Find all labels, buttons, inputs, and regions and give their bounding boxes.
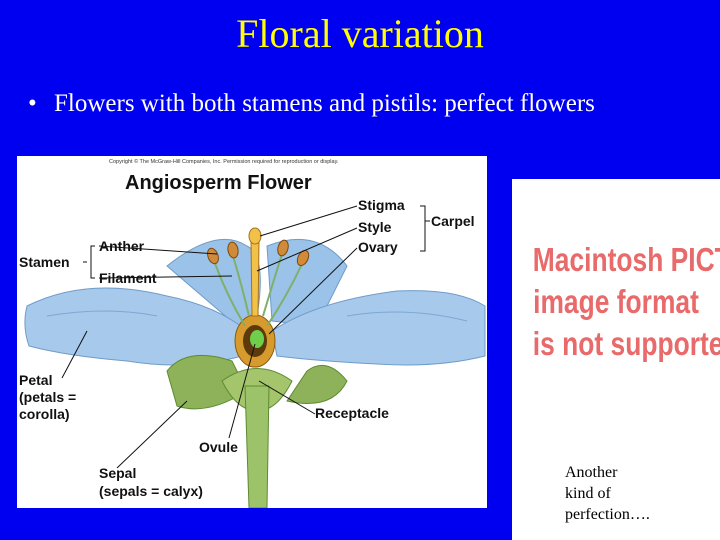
- label-sepal: Sepal: [99, 465, 136, 481]
- bullet-glyph: •: [28, 90, 37, 117]
- leader-lines: [61, 205, 430, 469]
- angiosperm-flower-diagram: Copyright © The McGraw-Hill Companies, I…: [17, 156, 487, 508]
- label-petal-line2: (petals =: [19, 389, 76, 405]
- stem: [244, 385, 270, 508]
- label-ovule: Ovule: [199, 439, 238, 455]
- bullet-text: Flowers with both stamens and pistils: p…: [54, 90, 595, 117]
- label-ovary: Ovary: [358, 239, 398, 255]
- caption-line-1: Another: [565, 464, 618, 481]
- label-carpel: Carpel: [431, 213, 475, 229]
- figure-copyright: Copyright © The McGraw-Hill Companies, I…: [109, 158, 339, 165]
- stamens: [207, 239, 310, 327]
- bullet-item: • Flowers with both stamens and pistils: …: [28, 88, 595, 120]
- label-style: Style: [358, 219, 392, 235]
- caption-text: Another kind of perfection….: [565, 462, 650, 525]
- pict-unsupported-placeholder: Macintosh PICT image format is not suppo…: [512, 179, 720, 457]
- pict-text-line-2: image format: [533, 283, 699, 320]
- caption-line-2: kind of: [565, 485, 611, 502]
- slide-title: Floral variation: [236, 11, 484, 56]
- pistil: [234, 227, 276, 368]
- label-stigma: Stigma: [358, 197, 405, 213]
- caption-line-3: perfection….: [565, 506, 650, 523]
- pict-text-line-3: is not supported: [532, 325, 720, 362]
- label-petal: Petal: [19, 372, 52, 388]
- label-stamen: Stamen: [19, 254, 70, 270]
- figure-title: Angiosperm Flower: [125, 172, 312, 194]
- label-petal-line3: corolla): [19, 406, 70, 422]
- label-filament: Filament: [99, 270, 157, 286]
- caption-background: [512, 457, 720, 540]
- pict-text-line-1: Macintosh PICT: [532, 241, 720, 278]
- petals: [24, 238, 486, 366]
- label-receptacle: Receptacle: [315, 405, 389, 421]
- label-anther: Anther: [99, 238, 145, 254]
- label-sepal-line2: (sepals = calyx): [99, 483, 203, 499]
